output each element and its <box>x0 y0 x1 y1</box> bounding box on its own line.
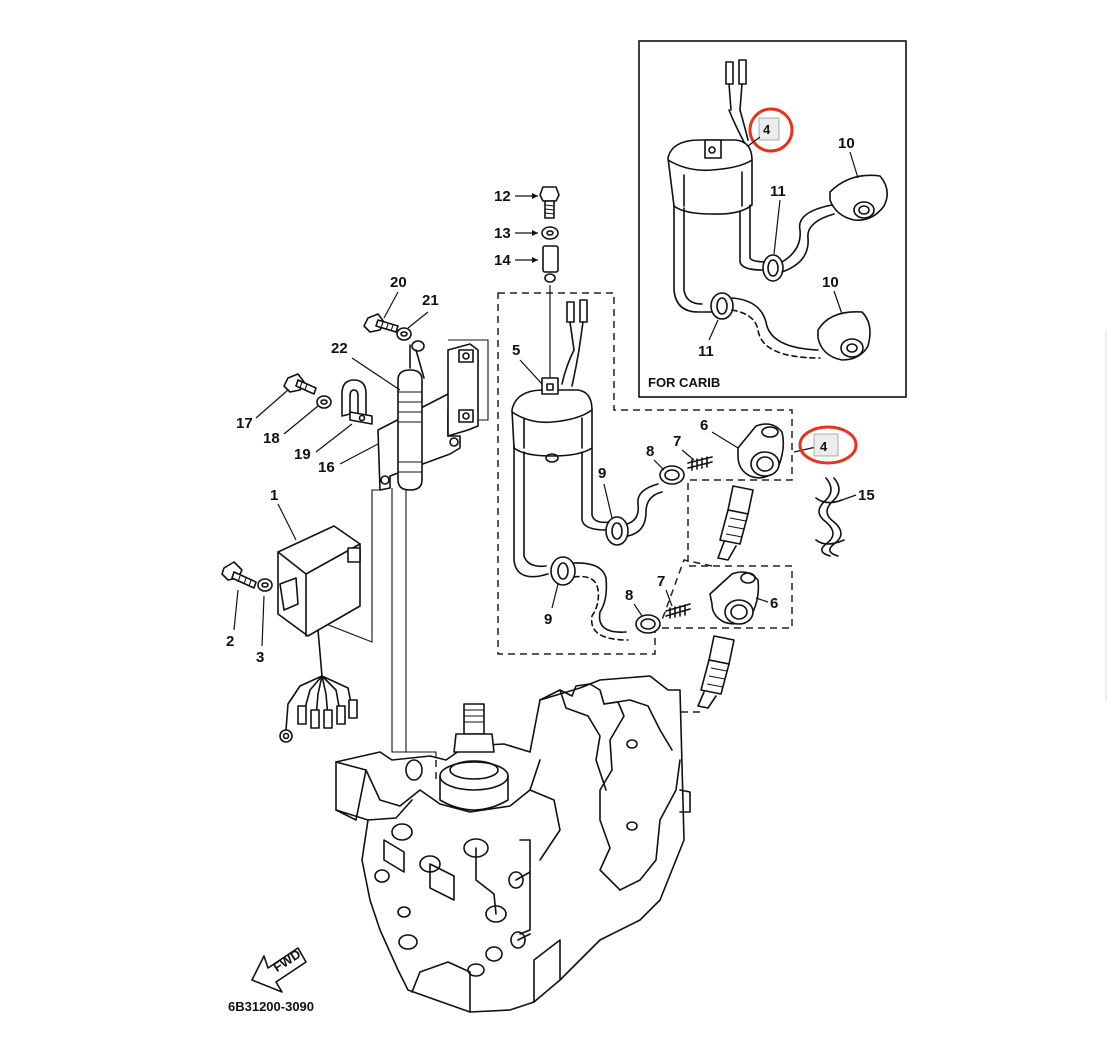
callout-7-bottom: 7 <box>657 573 665 590</box>
bolt-12 <box>539 186 560 219</box>
clamp-19 <box>341 379 373 425</box>
callout-4-inset-badge <box>758 117 780 141</box>
plug-cap-6-top <box>737 423 785 479</box>
washer-21 <box>396 327 412 341</box>
callout-9-top: 9 <box>598 465 606 482</box>
screw-upper-bracket <box>411 340 425 379</box>
callout-13: 13 <box>494 225 511 242</box>
inset-plug-cap-bottom <box>817 311 871 361</box>
bracket-16 <box>377 343 479 491</box>
callout-10-bottom: 10 <box>822 274 839 291</box>
washer-3 <box>257 578 273 592</box>
bolt-17 <box>283 373 317 395</box>
spring-22 <box>397 344 423 491</box>
inset-plug-cap-top <box>829 174 888 222</box>
callout-16: 16 <box>318 459 335 476</box>
inset-ignition-coil <box>667 139 835 359</box>
callout-10-top: 10 <box>838 135 855 152</box>
clip-8-top <box>659 465 685 485</box>
spark-plug-lower <box>697 635 735 709</box>
spring-7-bottom <box>665 603 691 619</box>
bolt-20 <box>363 313 399 333</box>
bolt-2 <box>221 561 257 589</box>
fwd-arrow-icon: FWD <box>251 946 307 993</box>
callout-17: 17 <box>236 415 253 432</box>
callout-21: 21 <box>422 292 439 309</box>
plug-cap-6-bottom <box>709 571 760 625</box>
wire-clip-15 <box>815 477 845 557</box>
callout-5: 5 <box>512 342 520 359</box>
inset-for-carib: 4 10 11 10 11 FOR CARIB <box>638 40 907 398</box>
engine-powerhead <box>335 675 691 1013</box>
spring-7-top <box>687 456 713 471</box>
cdi-unit-1 <box>277 525 361 743</box>
washer-13 <box>541 226 559 240</box>
callout-11-top: 11 <box>770 183 786 200</box>
coil-assembly-dashed-boundary <box>497 292 793 655</box>
cdi-ground-line <box>325 489 380 643</box>
ignition-coil-5 <box>511 299 663 641</box>
callout-19: 19 <box>294 446 311 463</box>
callout-14: 14 <box>494 252 511 269</box>
callout-3: 3 <box>256 649 264 666</box>
highlight-circle-inset <box>748 107 794 153</box>
spark-plug-upper <box>717 485 754 561</box>
callout-9-bottom: 9 <box>544 611 552 628</box>
callout-6-top: 6 <box>700 417 708 434</box>
callout-1: 1 <box>270 487 278 504</box>
callout-4-inset: 4 <box>763 122 771 137</box>
callout-7-top: 7 <box>673 433 681 450</box>
inset-connector <box>725 59 749 143</box>
callout-2: 2 <box>226 633 234 650</box>
bracket-to-engine-line <box>391 488 437 775</box>
callout-22: 22 <box>331 340 348 357</box>
callout-15: 15 <box>858 487 875 504</box>
clip-8-bottom <box>635 614 661 634</box>
drawing-code: 6B31200-3090 <box>228 999 314 1014</box>
callout-12: 12 <box>494 188 511 205</box>
inset-caption: FOR CARIB <box>648 375 720 390</box>
highlight-circle-main <box>798 425 858 465</box>
callout-18: 18 <box>263 430 280 447</box>
callout-6-bottom: 6 <box>770 595 778 612</box>
washer-18 <box>316 395 332 409</box>
callout-11-bottom: 11 <box>698 343 714 360</box>
plug-guide-upper <box>661 559 713 621</box>
callout-8-top: 8 <box>646 443 654 460</box>
callout-4-main-badge <box>813 433 839 457</box>
callout-20: 20 <box>390 274 407 291</box>
collar-14 <box>542 245 559 283</box>
callout-4-main: 4 <box>820 439 828 454</box>
callout-8-bottom: 8 <box>625 587 633 604</box>
